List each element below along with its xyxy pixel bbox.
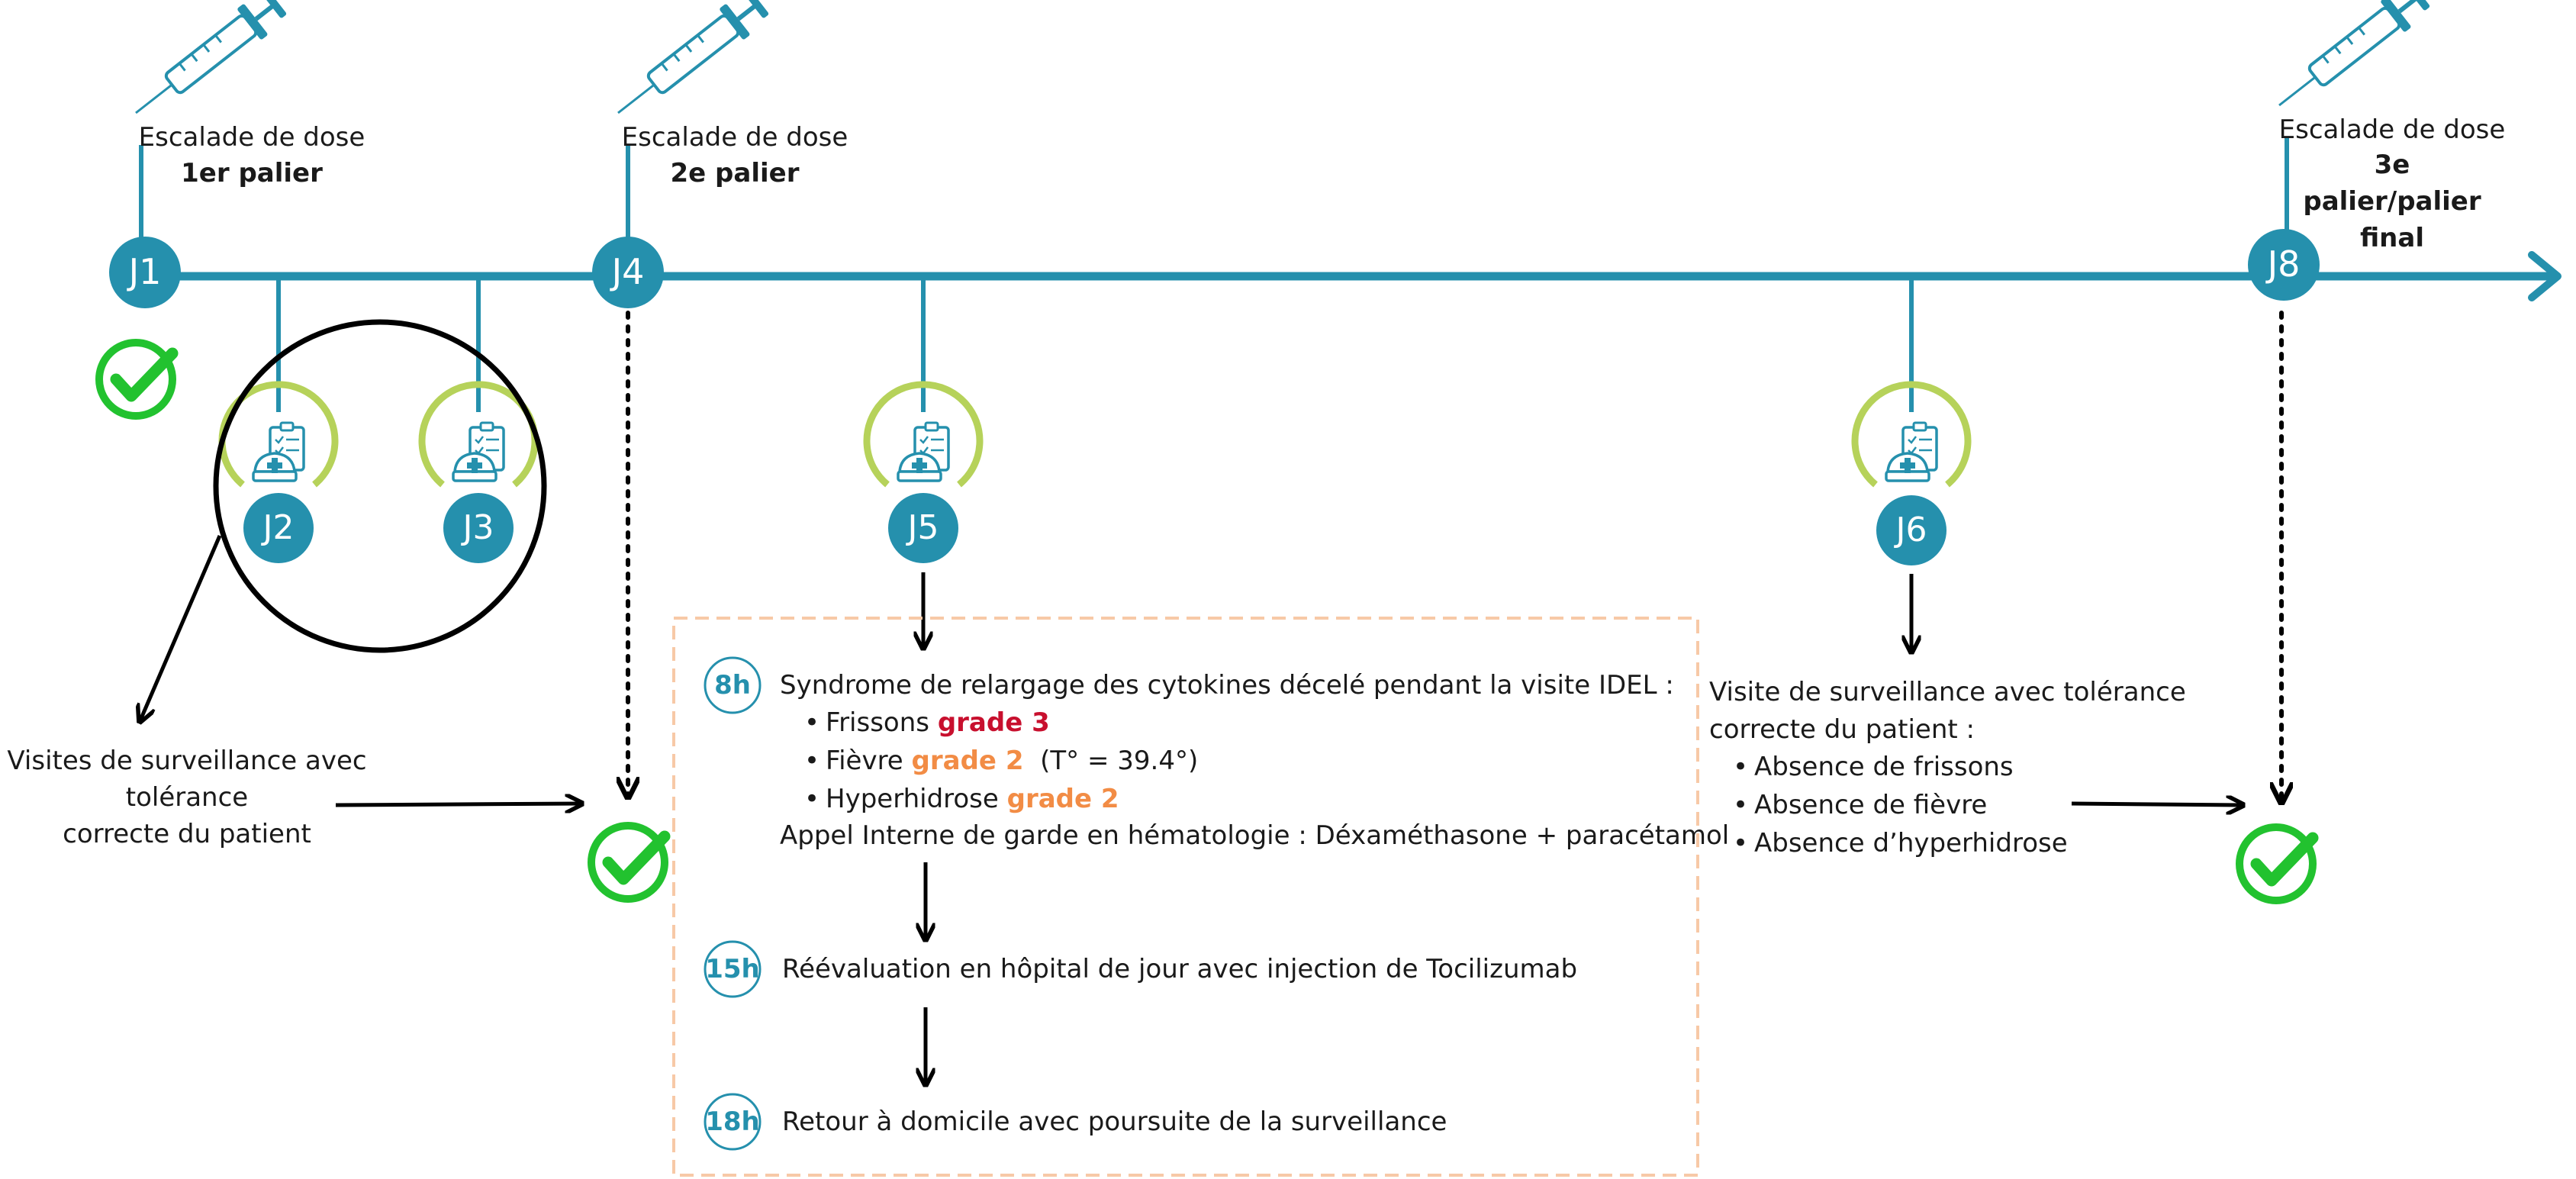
visit-j6 bbox=[1851, 381, 1972, 565]
visit-label-j3: J3 bbox=[462, 508, 494, 547]
milestone-label-j4: J4 bbox=[611, 251, 645, 292]
time-8h: 8h bbox=[714, 670, 751, 701]
symptom-list: Frissons grade 3 Fièvre grade 2 (T° = 39… bbox=[800, 704, 1198, 818]
symptom-hyperhidrosis: Hyperhidrose grade 2 bbox=[800, 780, 1198, 818]
syringe-icon bbox=[2267, 0, 2433, 121]
time-badge-18h bbox=[704, 1093, 762, 1151]
timeline-axis bbox=[175, 251, 2562, 301]
time-badge-8h bbox=[704, 656, 762, 714]
visit-label-j5: J5 bbox=[907, 508, 939, 547]
dose-level-j1: 1er palier bbox=[181, 158, 323, 188]
time-18h: 18h bbox=[705, 1107, 760, 1137]
left-note-line-3: correcte du patient bbox=[63, 819, 311, 849]
time-15h: 15h bbox=[705, 954, 760, 984]
reevaluation-text: Réévaluation en hôpital de jour avec inj… bbox=[782, 954, 1578, 984]
symptom-fever: Fièvre grade 2 (T° = 39.4°) bbox=[800, 742, 1198, 780]
check-icon bbox=[99, 343, 172, 416]
highlight-circle bbox=[213, 319, 547, 653]
check-icon bbox=[2240, 827, 2313, 900]
absence-list: Absence de frissons Absence de fièvre Ab… bbox=[1728, 748, 2068, 862]
grade-badge: grade 2 bbox=[911, 746, 1024, 776]
nurse-checklist-icon bbox=[897, 421, 950, 482]
crs-description: Syndrome de relargage des cytokines déce… bbox=[780, 670, 1674, 701]
time-badge-15h bbox=[704, 940, 762, 998]
dose-caption-j1: Escalade de dose bbox=[138, 122, 365, 153]
syringe-icon bbox=[606, 0, 772, 128]
syringe-icon bbox=[124, 0, 290, 128]
check-icon bbox=[591, 826, 665, 899]
right-note-line-1: Visite de surveillance avec tolérance bbox=[1709, 677, 2186, 707]
grade-badge: grade 2 bbox=[1006, 784, 1119, 814]
dose-caption-j8: Escalade de dose bbox=[2278, 114, 2506, 145]
nurse-checklist-icon bbox=[252, 421, 305, 482]
absence-item: Absence de frissons bbox=[1728, 748, 2068, 786]
symptom-chills: Frissons grade 3 bbox=[800, 704, 1198, 742]
absence-item: Absence d’hyperhidrose bbox=[1728, 824, 2068, 862]
visit-j3 bbox=[418, 381, 539, 563]
right-note-line-2: correcte du patient : bbox=[1709, 714, 1975, 745]
dose-caption-j4: Escalade de dose bbox=[621, 122, 848, 153]
milestone-label-j8: J8 bbox=[2267, 243, 2301, 285]
milestone-j4 bbox=[592, 237, 664, 308]
milestone-j1 bbox=[109, 237, 181, 308]
dose-level-j4: 2e palier bbox=[670, 158, 800, 188]
nurse-checklist-icon bbox=[452, 421, 505, 482]
milestone-label-j1: J1 bbox=[128, 251, 162, 292]
left-note-line-1: Visites de surveillance avec bbox=[7, 746, 367, 776]
left-note-line-2: tolérance bbox=[125, 782, 249, 813]
return-home-text: Retour à domicile avec poursuite de la s… bbox=[782, 1107, 1447, 1137]
absence-item: Absence de fièvre bbox=[1728, 786, 2068, 824]
dose-level-j8: 3e palier/palier final bbox=[2303, 150, 2481, 253]
grade-badge: grade 3 bbox=[937, 707, 1050, 738]
visit-label-j2: J2 bbox=[262, 508, 295, 547]
visit-j5 bbox=[863, 381, 984, 563]
milestone-j8 bbox=[2248, 229, 2320, 301]
nurse-checklist-icon bbox=[1885, 421, 1938, 482]
visit-label-j6: J6 bbox=[1895, 511, 1927, 549]
on-call-text: Appel Interne de garde en hématologie : … bbox=[780, 820, 1730, 851]
